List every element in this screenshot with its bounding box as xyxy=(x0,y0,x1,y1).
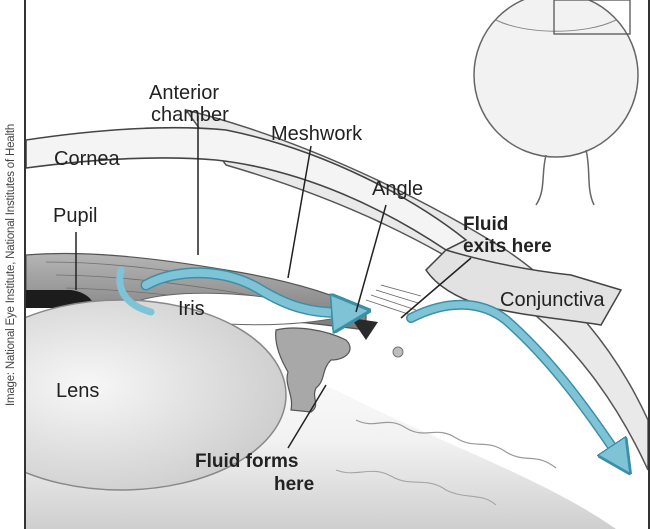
image-credit-text: Image: National Eye Institute, National … xyxy=(5,123,17,405)
trabecular-meshwork xyxy=(366,285,421,315)
leader-angle xyxy=(356,205,386,312)
eyeball-inset xyxy=(474,0,638,205)
optic-nerve xyxy=(536,150,594,205)
label-cornea: Cornea xyxy=(54,148,120,170)
schlemm-canal-dot xyxy=(393,347,403,357)
label-angle: Angle xyxy=(372,178,423,200)
label-fluid-forms-line1: Fluid forms xyxy=(195,451,298,472)
image-credit: Image: National Eye Institute, National … xyxy=(0,0,22,529)
label-pupil: Pupil xyxy=(53,205,97,227)
label-anterior-chamber-line1: Anterior xyxy=(149,82,219,104)
label-iris: Iris xyxy=(178,298,205,320)
label-meshwork: Meshwork xyxy=(271,123,363,145)
label-fluid-exits-line1: Fluid xyxy=(463,214,508,235)
label-conjunctiva: Conjunctiva xyxy=(500,289,605,311)
eyeball-inset-globe xyxy=(474,0,638,157)
label-anterior-chamber-line2: chamber xyxy=(151,104,229,126)
eye-anatomy-figure: Anterior chamber Meshwork Cornea Angle P… xyxy=(24,0,650,529)
label-fluid-forms-line2: here xyxy=(274,474,314,495)
label-fluid-exits-line2: exits here xyxy=(463,236,552,257)
conjunctiva xyxy=(426,250,621,325)
eye-anatomy-diagram: Anterior chamber Meshwork Cornea Angle P… xyxy=(26,0,648,529)
label-lens: Lens xyxy=(56,380,99,402)
